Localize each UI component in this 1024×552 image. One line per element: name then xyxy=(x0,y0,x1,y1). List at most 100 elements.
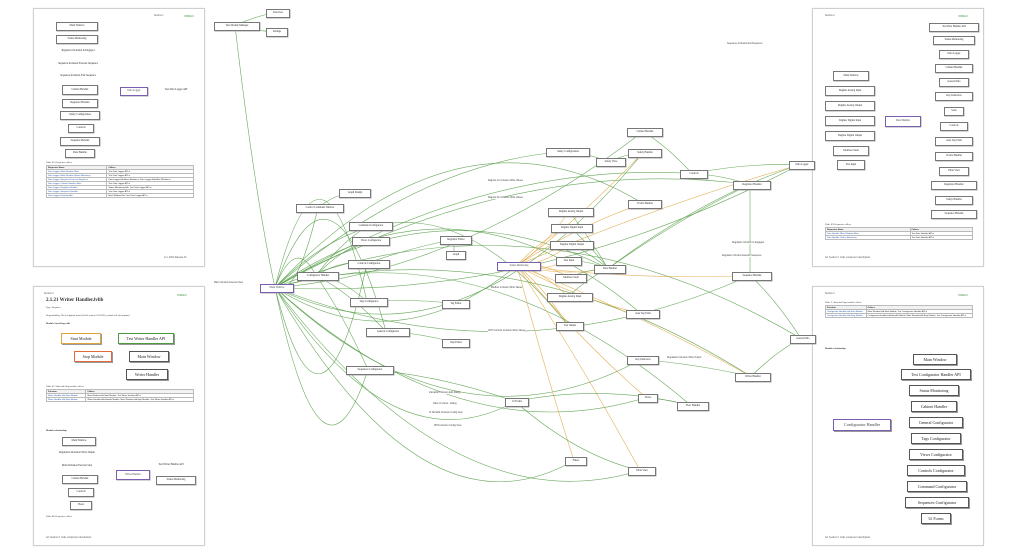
row-name-link[interactable]: Configurator Handler.lvlib:Stop Module xyxy=(825,313,867,318)
node-configurator-handler[interactable]: Configurator Handler xyxy=(833,419,891,431)
node-test-input[interactable]: Test Input xyxy=(837,160,865,170)
node-views-configurator[interactable]: Views Configurator xyxy=(352,237,390,246)
node-data-handler[interactable]: Data Handler xyxy=(885,116,921,127)
node-view[interactable]: View xyxy=(944,107,964,116)
node-regulator-handler[interactable]: Regulator Handler xyxy=(733,181,771,190)
node-main-window[interactable]: Main Window xyxy=(56,22,98,31)
node-main-window[interactable]: Main Window xyxy=(129,351,169,362)
node-test-writer-handler-api[interactable]: Test Writer Handler API xyxy=(118,333,174,344)
row-name-link[interactable]: Data Logger::Data Handler xyxy=(45,193,108,198)
node-general-info[interactable]: General Info xyxy=(790,335,816,344)
node-sequences-configurator[interactable]: Sequences Configurator xyxy=(905,497,969,508)
node-table-view[interactable]: Table View xyxy=(939,167,969,176)
node-main-window[interactable]: Main Window xyxy=(833,71,869,81)
node-controls[interactable]: Controls xyxy=(68,488,94,497)
node-data-handler[interactable]: Data Handler xyxy=(594,265,626,274)
node-sequence-handler[interactable]: Sequence Handler xyxy=(60,137,100,146)
node-views[interactable]: Views xyxy=(70,501,92,510)
node-cabinet-handler[interactable]: Cabinet Handler xyxy=(627,128,663,137)
node-regulator-handler[interactable]: Regulator Handler xyxy=(931,181,977,190)
node-command-configurator[interactable]: Command Configurator xyxy=(349,222,393,231)
node-writer-handler[interactable]: Writer Handler xyxy=(735,373,771,382)
node-table-view[interactable]: Table View xyxy=(628,467,656,476)
node-general-configurator[interactable]: General Configurator xyxy=(366,328,410,337)
node-overview[interactable]: Overview xyxy=(266,9,290,18)
node-status-monitoring[interactable]: Status Monitoring xyxy=(909,385,959,396)
node-cabinet-handler[interactable]: Cabinet Handler xyxy=(62,475,98,484)
node-data-logger[interactable]: Data Logger xyxy=(789,161,815,170)
node-general-info[interactable]: General Info xyxy=(939,78,969,87)
node-controls[interactable]: Controls xyxy=(680,170,708,179)
node-regulation-inclusion-write[interactable]: Regulation Inclusion Write Output xyxy=(48,450,106,456)
node-dagmar-analog-input[interactable]: Dagmar Analog Input xyxy=(825,86,875,96)
node-key-indicators[interactable]: Key Indicators xyxy=(627,356,659,365)
node-sequence-execute[interactable]: Sequence Inclusion Execute Sequence xyxy=(49,61,107,67)
node-test-data-logger-api[interactable]: Test Data Logger API xyxy=(156,87,196,93)
node-cabinet-handler[interactable]: Cabinet Handler xyxy=(62,85,98,95)
node-modbus-client[interactable]: Modbus Client xyxy=(555,274,587,283)
node-cabinet-handler[interactable]: Cabinet Handler xyxy=(911,401,957,412)
node-test-data-handler-api[interactable]: Test Data Handler API xyxy=(929,23,979,32)
node-filters[interactable]: Filters xyxy=(565,457,587,466)
node-status-monitoring[interactable]: Status Monitoring xyxy=(56,35,98,44)
node-test-output[interactable]: Test Output xyxy=(556,322,584,331)
node-safety-configuration[interactable]: Safety Configuration xyxy=(546,148,590,157)
node-dagmar-digital-input[interactable]: Dagmar Digital Input xyxy=(825,116,875,126)
node-main-inclusion-execute[interactable]: Main Inclusion Execute Step xyxy=(52,463,102,469)
row-name-link[interactable]: Writer Handler.lvlib:Stop Module xyxy=(45,397,87,402)
node-tags-configurator[interactable]: Tags Configurator xyxy=(911,433,961,444)
node-start-module[interactable]: Start Module xyxy=(61,333,101,344)
node-cabinet-handler[interactable]: Cabinet Handler xyxy=(935,64,973,73)
node-dagmar-digital-input[interactable]: Dagmar Digital Input xyxy=(551,224,593,233)
node-key-indicators[interactable]: Key Indicators xyxy=(935,92,973,101)
node-i-cells-handler[interactable]: I/Cells Handler xyxy=(628,200,662,209)
node-status-monitoring[interactable]: Status Monitoring xyxy=(933,36,975,45)
node-test-configurator-handler-api[interactable]: Test Configurator Handler API xyxy=(901,369,971,380)
node-sequence-handler[interactable]: Sequence Handler xyxy=(931,210,977,219)
node-regulator-inclusion[interactable]: Regulator Inclusion Is Engaged xyxy=(53,48,103,54)
node-tags-configurator[interactable]: Tags Configurator xyxy=(350,298,388,307)
node-main-window[interactable]: Main Window xyxy=(913,354,957,365)
node-views-configurator[interactable]: Views Configurator xyxy=(909,449,963,460)
node-command-configurator[interactable]: Command Configurator xyxy=(907,481,967,492)
node-controls[interactable]: Controls xyxy=(68,124,94,133)
node-writer-handler-b[interactable]: Writer Handler xyxy=(116,470,150,480)
node-ui-forms[interactable]: Ui Forms xyxy=(505,398,529,407)
node-sequence-exit[interactable]: Sequence Inclusion Exit Sequence xyxy=(52,73,104,79)
node-test-module-manager[interactable]: Test Module Manager xyxy=(214,22,260,31)
node-area-tag-table[interactable]: Area Tag Table xyxy=(935,137,973,146)
node-controls[interactable]: Controls xyxy=(940,122,968,131)
row-name-link[interactable]: Data Handler::Status Monitoring xyxy=(825,235,911,240)
node-test-input[interactable]: Test Input xyxy=(556,257,582,266)
node-control-command-window[interactable]: Control Command Window xyxy=(296,204,344,213)
node-dagmar-analog-input[interactable]: Dagmar Analog Input xyxy=(547,293,593,302)
node-main-window-b[interactable]: Main Window xyxy=(62,437,96,446)
node-ui-forms[interactable]: Ui Forms xyxy=(921,513,951,524)
node-general-configurator-top[interactable]: Graph Design xyxy=(339,189,371,198)
node-i-cells-handler[interactable]: I/Cells Handler xyxy=(935,152,973,161)
node-data-handler[interactable]: Data Handler xyxy=(65,149,95,158)
node-safety-configuration[interactable]: Safety Configuration xyxy=(60,111,100,120)
node-view-handler[interactable]: View Handler xyxy=(677,402,709,411)
node-controls-configurator[interactable]: Controls Configurator xyxy=(348,260,390,269)
node-dagmar-analog-output[interactable]: Dagmar Analog Output xyxy=(825,101,875,111)
node-main-window[interactable]: Main Window xyxy=(260,284,294,293)
node-sequences-configurator[interactable]: Sequences Configurator xyxy=(346,366,394,375)
node-controls-configurator[interactable]: Controls Configurator xyxy=(907,465,965,476)
node-status-monitoring[interactable]: Status Monitoring xyxy=(156,476,196,485)
node-regulator-editor[interactable]: Regulator Editor xyxy=(440,236,472,245)
node-status-monitoring[interactable]: Status Monitoring xyxy=(497,262,541,271)
node-settings[interactable]: Settings xyxy=(266,28,288,37)
node-writer-handler[interactable]: Writer Handler xyxy=(126,369,168,380)
node-safety-handler[interactable]: Safety Handler xyxy=(935,196,973,205)
node-views[interactable]: Views xyxy=(638,394,658,403)
node-regulator-handler[interactable]: Regulator Handler xyxy=(62,99,98,108)
node-step-editor[interactable]: Step Editor xyxy=(442,339,470,348)
node-graph[interactable]: Graph xyxy=(446,251,466,260)
node-safety-view[interactable]: Safety View xyxy=(596,158,626,167)
node-data-logger[interactable]: Data Logger xyxy=(120,87,148,96)
node-configurator-handler[interactable]: Configurator Handler xyxy=(297,272,339,281)
node-sequence-handler[interactable]: Sequence Handler xyxy=(732,272,772,281)
node-dagmar-analog-output[interactable]: Dagmar Analog Output xyxy=(548,208,594,217)
node-data-logger[interactable]: Data Logger xyxy=(939,50,969,59)
